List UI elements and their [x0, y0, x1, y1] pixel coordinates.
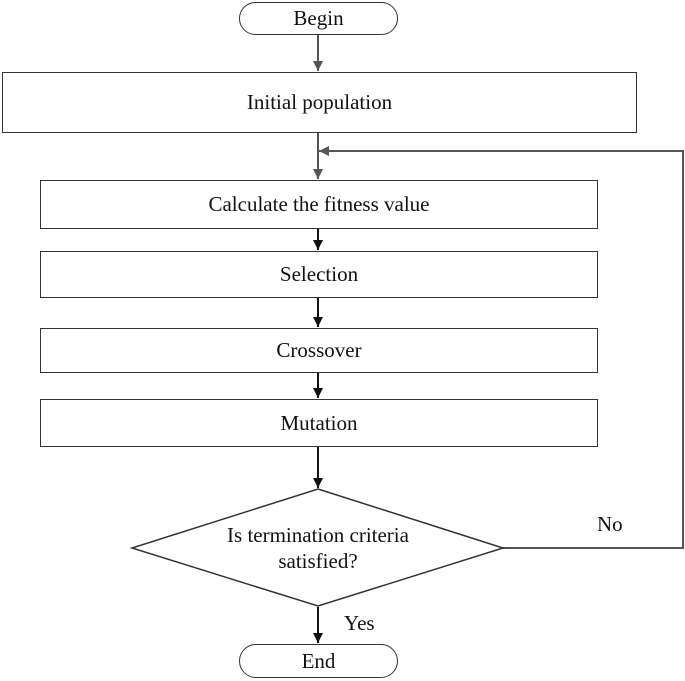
fitness-box: Calculate the fitness value — [40, 180, 598, 229]
crossover-box: Crossover — [40, 328, 598, 373]
fitness-label: Calculate the fitness value — [208, 192, 430, 216]
initial-population-label: Initial population — [246, 90, 393, 114]
decision-label-line2: satisfied? — [278, 549, 358, 573]
no-label: No — [597, 512, 623, 536]
arrow-no-loop — [319, 146, 684, 549]
end-terminal: End — [239, 644, 398, 678]
begin-label: Begin — [293, 6, 344, 30]
yes-label: Yes — [344, 611, 375, 635]
initial-population-box: Initial population — [2, 72, 637, 133]
crossover-label: Crossover — [276, 338, 362, 362]
end-label: End — [301, 648, 336, 673]
begin-terminal: Begin — [239, 2, 398, 35]
selection-box: Selection — [40, 251, 598, 298]
selection-label: Selection — [279, 262, 359, 286]
decision-label: Is termination criteria satisfied? — [188, 522, 448, 574]
decision-diamond — [129, 488, 506, 607]
decision-label-line1: Is termination criteria — [227, 523, 409, 547]
mutation-label: Mutation — [280, 410, 358, 435]
mutation-box: Mutation — [40, 399, 598, 447]
